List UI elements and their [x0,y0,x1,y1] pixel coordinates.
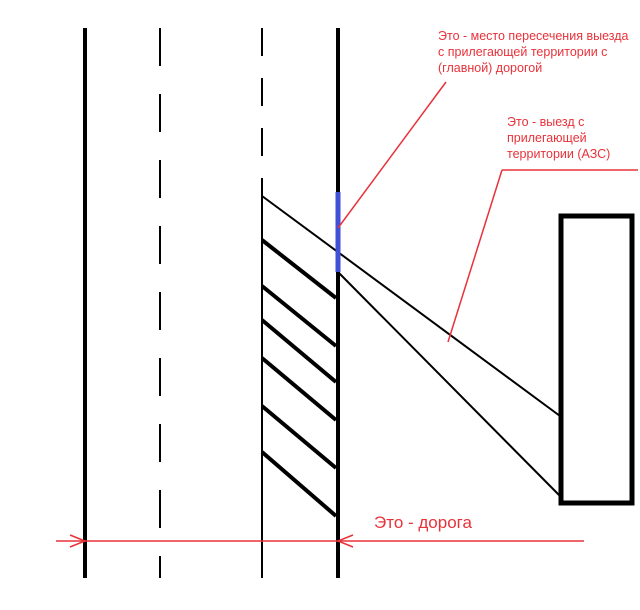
exit-annotation-line: прилегающей [507,131,587,145]
exit-annotation-line: Это - выезд с [507,115,585,129]
dimension-arrow-right [335,534,354,548]
exit-lane-lower-edge [337,271,561,497]
exit-annotation: Это - выезд с прилегающей территории (АЗ… [507,114,610,162]
exit-lane-upper-edge [261,195,561,417]
road-annotation: Это - дорога [374,513,472,532]
exit-annotation-line: территории (АЗС) [507,147,611,161]
hatched-area [260,238,338,518]
intersection-annotation-line: Это - место пересечения выезда [438,29,629,43]
exit-leader-line [447,169,503,343]
dimension-arrow-left [69,534,88,548]
intersection-annotation: Это - место пересечения выезда с прилега… [438,28,628,76]
intersection-annotation-line: (главной) дорогой [438,61,543,75]
gas-station-building [558,213,635,506]
intersection-annotation-line: с прилегающей территории с [438,45,608,59]
intersection-leader-line [337,81,447,229]
